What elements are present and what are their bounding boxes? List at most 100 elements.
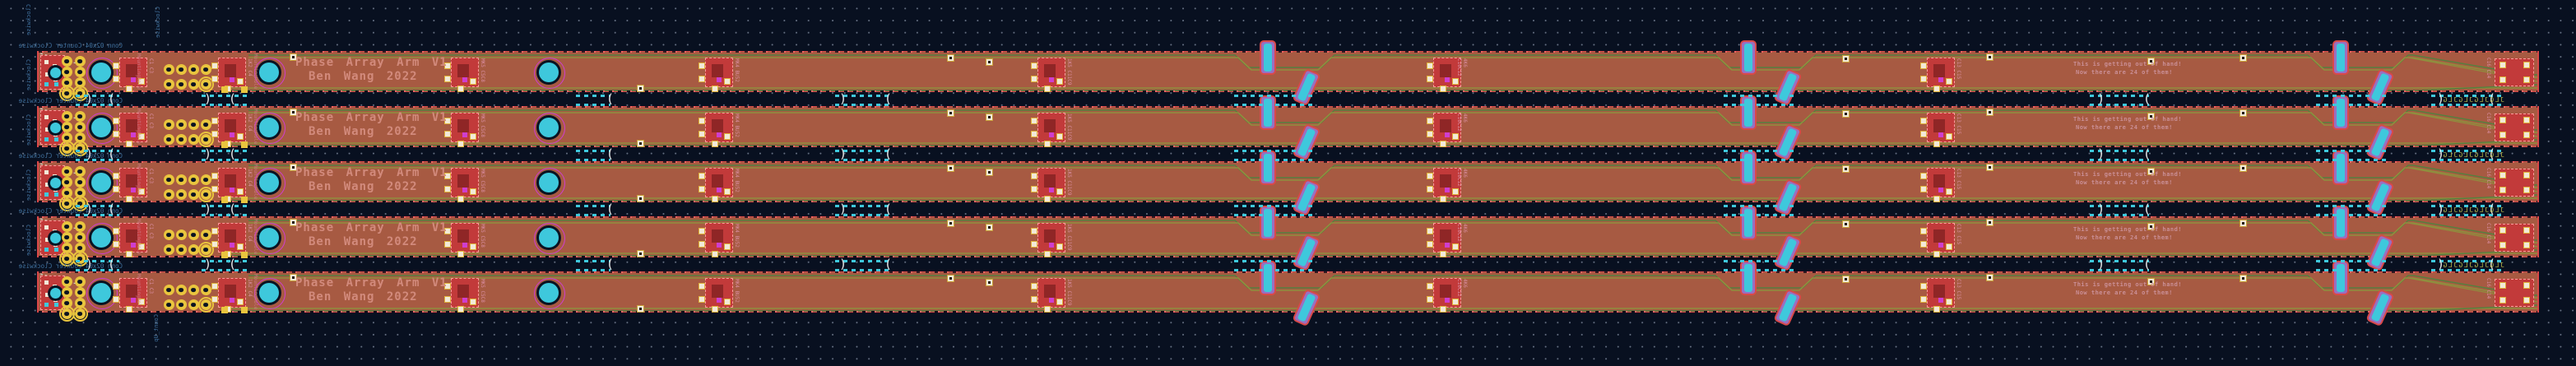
component-cluster[interactable]: 4K6 C10C12 bbox=[1427, 278, 1468, 313]
connector-through-hole-pad[interactable] bbox=[58, 86, 75, 101]
jumper-component-vertical[interactable] bbox=[1260, 95, 1276, 130]
silkscreen-meme-note[interactable]: This is getting out of hand! Now there a… bbox=[2073, 280, 2182, 297]
connector-through-hole-pad[interactable] bbox=[74, 77, 86, 88]
connector-through-hole-pad[interactable] bbox=[188, 119, 199, 130]
connector-through-hole-pad[interactable] bbox=[58, 141, 75, 156]
component-cluster[interactable]: C1 C3 bbox=[113, 278, 154, 313]
connector-through-hole-pad[interactable] bbox=[200, 174, 211, 185]
component-cluster[interactable]: MK5 C5C8 bbox=[444, 278, 485, 313]
component-cluster[interactable]: 1K2 C4 bbox=[211, 113, 253, 147]
jumper-component-vertical[interactable] bbox=[2332, 95, 2349, 130]
connector-through-hole-pad[interactable] bbox=[197, 297, 214, 313]
component-cluster[interactable]: MK5 C5C8 bbox=[444, 168, 485, 202]
test-point-pad[interactable] bbox=[2147, 278, 2155, 285]
smd-pad[interactable] bbox=[221, 86, 228, 93]
mounting-hole[interactable] bbox=[49, 287, 61, 299]
connector-through-hole-pad[interactable] bbox=[188, 299, 199, 310]
component-cluster[interactable]: MK5 C5C8 bbox=[444, 223, 485, 257]
component-cluster[interactable]: C13 C15 bbox=[1920, 113, 1961, 147]
silkscreen-meme-note[interactable]: This is getting out of hand! Now there a… bbox=[2073, 115, 2182, 132]
connector-through-hole-pad[interactable] bbox=[74, 276, 86, 287]
mounting-hole[interactable] bbox=[539, 283, 559, 303]
test-point-pad[interactable] bbox=[947, 109, 954, 117]
connector-through-hole-pad[interactable] bbox=[74, 67, 86, 77]
connector-through-hole-pad[interactable] bbox=[175, 119, 187, 130]
test-point-pad[interactable] bbox=[1986, 164, 1993, 171]
mounting-hole[interactable] bbox=[259, 118, 279, 137]
jumper-component-vertical[interactable] bbox=[1740, 261, 1757, 295]
component-cluster[interactable]: 1K2 C4 bbox=[211, 278, 253, 313]
pcb-board-strip[interactable]: Phase Array Arm V1 Ben Wang 2022 This is… bbox=[19, 59, 2539, 162]
connector-through-hole-pad[interactable] bbox=[61, 232, 72, 243]
component-cluster[interactable]: C13 C15 bbox=[1920, 278, 1961, 313]
test-point-pad[interactable] bbox=[2239, 220, 2247, 227]
connector-through-hole-pad[interactable] bbox=[188, 244, 199, 255]
mounting-hole[interactable] bbox=[259, 283, 279, 303]
component-cluster[interactable]: 4K6 C10C12 bbox=[1427, 113, 1468, 147]
jumper-component-vertical[interactable] bbox=[1740, 151, 1757, 185]
mounting-hole[interactable] bbox=[259, 173, 279, 192]
smd-pad[interactable] bbox=[241, 307, 248, 313]
connector-through-hole-pad[interactable] bbox=[74, 298, 86, 308]
test-point-pad[interactable] bbox=[1842, 276, 1850, 283]
smd-pad[interactable] bbox=[241, 141, 248, 148]
test-point-pad[interactable] bbox=[2239, 275, 2247, 282]
mounting-hole[interactable] bbox=[91, 173, 111, 192]
connector-through-hole-pad[interactable] bbox=[175, 229, 187, 240]
test-point-pad[interactable] bbox=[2147, 223, 2155, 230]
connector-through-hole-pad[interactable] bbox=[163, 174, 174, 185]
smd-pad[interactable] bbox=[221, 141, 228, 148]
component-cluster[interactable]: MK4 BU52 bbox=[699, 113, 740, 147]
connector-through-hole-pad[interactable] bbox=[74, 287, 86, 298]
test-point-pad[interactable] bbox=[290, 219, 297, 226]
jumper-component-vertical[interactable] bbox=[1260, 40, 1276, 75]
connector-through-hole-pad[interactable] bbox=[188, 229, 199, 240]
component-cluster[interactable]: 1K5 C11C9 bbox=[1031, 113, 1072, 147]
component-cluster[interactable]: 4K6 C10C12 bbox=[1427, 223, 1468, 257]
silkscreen-title[interactable]: Phase Array Arm V1 Ben Wang 2022 bbox=[295, 166, 448, 194]
silkscreen-title[interactable]: Phase Array Arm V1 Ben Wang 2022 bbox=[295, 111, 448, 139]
test-point-pad[interactable] bbox=[290, 164, 297, 171]
connector-through-hole-pad[interactable] bbox=[175, 244, 187, 255]
right-end-component-block[interactable]: C16 C14 bbox=[2485, 113, 2534, 141]
connector-through-hole-pad[interactable] bbox=[61, 243, 72, 253]
component-cluster[interactable]: C1 C3 bbox=[113, 168, 154, 202]
connector-through-hole-pad[interactable] bbox=[200, 64, 211, 75]
jumper-component-vertical[interactable] bbox=[1740, 95, 1757, 130]
mounting-hole[interactable] bbox=[539, 118, 559, 137]
connector-through-hole-pad[interactable] bbox=[58, 306, 75, 322]
mounting-hole[interactable] bbox=[91, 283, 111, 303]
test-point-pad[interactable] bbox=[2239, 164, 2247, 172]
connector-through-hole-pad[interactable] bbox=[197, 132, 214, 147]
test-point-pad[interactable] bbox=[986, 58, 993, 66]
component-cluster[interactable]: MK4 BU52 bbox=[699, 223, 740, 257]
test-point-pad[interactable] bbox=[637, 195, 644, 202]
mounting-hole[interactable] bbox=[49, 122, 61, 133]
component-cluster[interactable]: C1 C3 bbox=[113, 223, 154, 257]
component-cluster[interactable]: 1K5 C11C9 bbox=[1031, 168, 1072, 202]
connector-through-hole-pad[interactable] bbox=[61, 132, 72, 143]
connector-through-hole-pad[interactable] bbox=[74, 177, 86, 188]
test-point-pad[interactable] bbox=[1986, 219, 1993, 226]
connector-through-hole-pad[interactable] bbox=[74, 122, 86, 132]
jumper-component-vertical[interactable] bbox=[2332, 206, 2349, 240]
connector-through-hole-pad[interactable] bbox=[163, 134, 174, 145]
connector-through-hole-pad[interactable] bbox=[163, 79, 174, 90]
component-cluster[interactable]: MK4 BU52 bbox=[699, 278, 740, 313]
connector-through-hole-pad[interactable] bbox=[163, 299, 174, 310]
connector-through-hole-pad[interactable] bbox=[58, 251, 75, 266]
connector-through-hole-pad[interactable] bbox=[74, 188, 86, 198]
connector-through-hole-pad[interactable] bbox=[163, 285, 174, 295]
test-point-pad[interactable] bbox=[637, 85, 644, 92]
connector-through-hole-pad[interactable] bbox=[163, 229, 174, 240]
connector-through-hole-pad[interactable] bbox=[197, 187, 214, 202]
mounting-hole[interactable] bbox=[91, 63, 111, 82]
test-point-pad[interactable] bbox=[947, 54, 954, 62]
mounting-hole[interactable] bbox=[259, 228, 279, 248]
connector-through-hole-pad[interactable] bbox=[175, 189, 187, 200]
connector-through-hole-pad[interactable] bbox=[200, 285, 211, 295]
connector-through-hole-pad[interactable] bbox=[197, 242, 214, 257]
connector-through-hole-pad[interactable] bbox=[61, 166, 72, 177]
mounting-hole[interactable] bbox=[539, 63, 559, 82]
